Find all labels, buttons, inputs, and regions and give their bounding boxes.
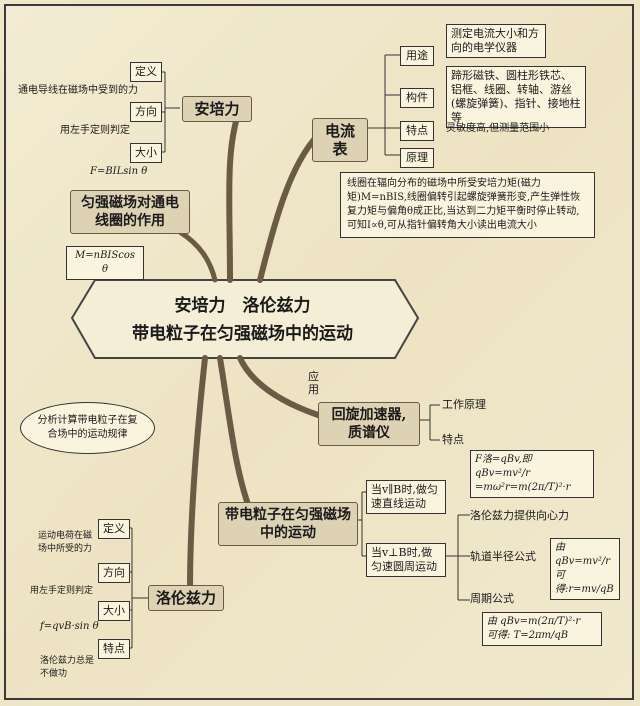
motion-radius-formula-1: 由 qBv=mv²/r bbox=[555, 542, 611, 567]
lorentz-definition-text: 运动电荷在磁场中所受的力 bbox=[38, 531, 93, 554]
lorentz-definition-label: 定义 bbox=[98, 519, 130, 539]
motion-bracket bbox=[355, 491, 368, 557]
ammeter-principle-text: 线圈在辐向分布的磁场中所受安培力矩(磁力矩)M=nBIS,线圈偏转引起螺旋弹簧形… bbox=[340, 172, 595, 238]
motion-period-label: 周期公式 bbox=[470, 592, 514, 605]
motion-period-formula-2: 可得: T=2πm/qB bbox=[487, 630, 569, 641]
cyclotron-topic: 回旋加速器,质谱仪 bbox=[318, 402, 420, 446]
ampere-title: 安培力 bbox=[194, 100, 240, 118]
torque-formula: M=nBIScos θ bbox=[66, 246, 144, 280]
branch-lorentz bbox=[187, 355, 208, 593]
motion-period-formula-1: 由 qBv=m(2π/T)²·r bbox=[487, 616, 581, 627]
motion-radius-formula-2: 可得:r=mv/qB bbox=[555, 570, 614, 595]
cyclotron-working-principle: 工作原理 bbox=[442, 398, 486, 411]
motion-topic: 带电粒子在匀强磁场中的运动 bbox=[218, 502, 358, 546]
lorentz-magnitude-formula: f=qvB·sin θ bbox=[40, 621, 99, 632]
branch-ammeter bbox=[257, 132, 321, 283]
central-title-line1: 安培力 洛伦兹力 bbox=[174, 296, 311, 316]
ammeter-parts-text: 蹄形磁铁、圆柱形铁芯、铝框、线圈、转轴、游丝(螺旋弹簧)、指针、接地柱等 bbox=[446, 66, 586, 128]
branch-torque bbox=[177, 229, 218, 283]
lorentz-title: 洛伦兹力 bbox=[155, 589, 216, 607]
ammeter-parts-label: 构件 bbox=[400, 88, 434, 108]
motion-lorentz-provides: 洛伦兹力提供向心力 bbox=[470, 509, 569, 522]
motion-force-formula: F洛=qBv,即 qBv=mv²/r =mω²r=m(2π/T)²·r bbox=[470, 450, 594, 498]
branch-motion bbox=[217, 355, 253, 513]
branch-ampere bbox=[226, 105, 243, 283]
motion-force-formula-1: F洛=qBv,即 qBv=mv²/r bbox=[475, 454, 532, 479]
motion-radius-label: 轨道半径公式 bbox=[470, 550, 536, 563]
cyclotron-feature: 特点 bbox=[442, 433, 464, 446]
ammeter-use-label: 用途 bbox=[400, 46, 434, 66]
central-topic: 安培力 洛伦兹力 带电粒子在匀强磁场中的运动 bbox=[70, 285, 415, 355]
ammeter-feature-label: 特点 bbox=[400, 121, 434, 141]
ammeter-principle-label: 原理 bbox=[400, 148, 434, 168]
ampere-topic: 安培力 bbox=[182, 96, 252, 122]
lorentz-magnitude-label: 大小 bbox=[98, 601, 130, 621]
lorentz-direction-text: 用左手定则判定 bbox=[30, 586, 94, 596]
lorentz-feature-label: 特点 bbox=[98, 639, 130, 659]
compound-note-bubble: 分析计算带电粒子在复合场中的运动规律 bbox=[20, 402, 155, 454]
branch-application bbox=[237, 355, 321, 418]
ammeter-title: 电流表 bbox=[324, 122, 355, 158]
application-bracket bbox=[420, 404, 440, 441]
lorentz-direction-label: 方向 bbox=[98, 563, 130, 583]
ammeter-feature-text: 灵敏度高,但测量范围小 bbox=[446, 123, 550, 134]
torque-title: 匀强磁场对通电线圈的作用 bbox=[81, 195, 179, 229]
ampere-magnitude-label: 大小 bbox=[130, 143, 162, 163]
lorentz-topic: 洛伦兹力 bbox=[148, 585, 224, 611]
torque-topic: 匀强磁场对通电线圈的作用 bbox=[70, 190, 190, 234]
motion-title: 带电粒子在匀强磁场中的运动 bbox=[225, 507, 351, 541]
perpendicular-bracket bbox=[445, 514, 470, 601]
motion-period-formula: 由 qBv=m(2π/T)²·r 可得: T=2πm/qB bbox=[482, 612, 602, 646]
motion-parallel: 当v∥B时,做匀速直线运动 bbox=[366, 480, 446, 514]
motion-radius-formula: 由 qBv=mv²/r 可得:r=mv/qB bbox=[550, 538, 620, 600]
motion-force-formula-2: =mω²r=m(2π/T)²·r bbox=[475, 482, 571, 493]
ampere-magnitude-formula: F=BILsin θ bbox=[90, 166, 148, 177]
application-label: 应用 bbox=[308, 370, 319, 396]
compound-note-text: 分析计算带电粒子在复合场中的运动规律 bbox=[37, 415, 138, 440]
motion-perpendicular: 当v⊥B时,做匀速圆周运动 bbox=[366, 543, 446, 577]
ammeter-use-text: 测定电流大小和方向的电学仪器 bbox=[446, 24, 546, 58]
ammeter-topic: 电流表 bbox=[312, 118, 368, 162]
ampere-direction-label: 方向 bbox=[130, 102, 162, 122]
ampere-definition-label: 定义 bbox=[130, 62, 162, 82]
ampere-definition-text: 通电导线在磁场中受到的力 bbox=[18, 85, 138, 96]
ammeter-bracket bbox=[360, 54, 400, 156]
ampere-direction-text: 用左手定则判定 bbox=[60, 125, 130, 136]
lorentz-feature-text: 洛伦兹力总是不做功 bbox=[40, 656, 95, 679]
central-title-line2: 带电粒子在匀强磁场中的运动 bbox=[132, 324, 353, 344]
cyclotron-title: 回旋加速器,质谱仪 bbox=[331, 407, 407, 441]
central-box bbox=[70, 279, 420, 359]
